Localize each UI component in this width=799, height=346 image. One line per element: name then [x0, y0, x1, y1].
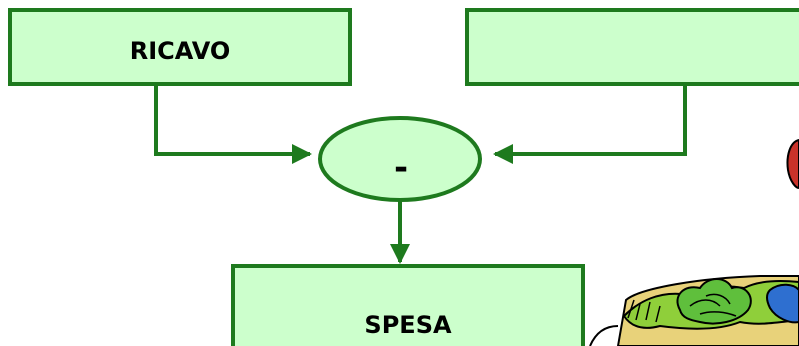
- operator-symbol: -: [394, 148, 408, 188]
- vegetables-basket-clipart: [589, 138, 799, 346]
- right-box: [465, 8, 799, 86]
- result-box: SPESA: [231, 264, 585, 346]
- connector-right-to-operator: [493, 84, 687, 164]
- connectors: [154, 84, 687, 264]
- left-box-label: RICAVO: [130, 37, 231, 65]
- connector-left-to-operator: [154, 84, 312, 164]
- operator-node: -: [318, 116, 482, 202]
- result-box-label: SPESA: [364, 311, 452, 339]
- left-box: RICAVO: [8, 8, 352, 86]
